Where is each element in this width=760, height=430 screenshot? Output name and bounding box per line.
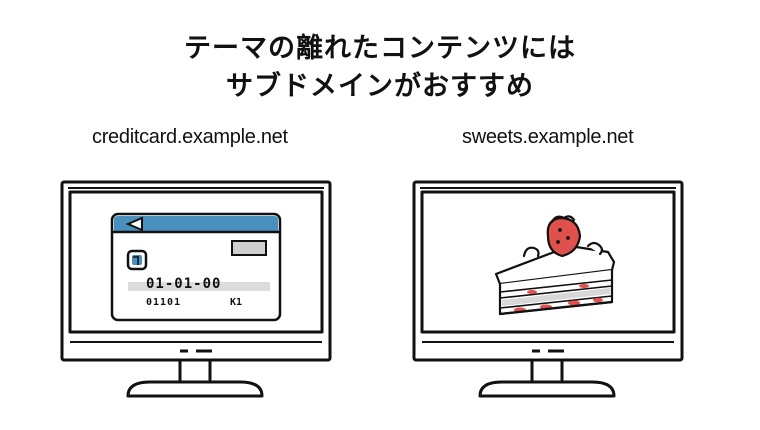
headline: テーマの離れたコンテンツには サブドメインがおすすめ xyxy=(0,30,760,106)
card-header-band xyxy=(114,216,278,231)
credit-card-illustration: 01-01-00 01101 K1 xyxy=(110,212,282,322)
headline-line-1: テーマの離れたコンテンツには xyxy=(184,33,576,64)
card-number: 01-01-00 xyxy=(146,276,221,292)
card-number-band xyxy=(128,282,270,291)
card-expiry: K1 xyxy=(230,297,242,308)
monitor-right-base xyxy=(478,380,616,398)
monitor-right-neck xyxy=(530,358,564,384)
domain-label-sweets: sweets.example.net xyxy=(462,126,634,148)
monitor-left-neck xyxy=(178,358,212,384)
monitor-left-base xyxy=(126,380,264,398)
card-name: 01101 xyxy=(146,297,181,308)
card-signature-panel xyxy=(231,240,267,256)
headline-line-2: サブドメインがおすすめ xyxy=(226,71,534,102)
shortcake-illustration xyxy=(494,215,616,316)
card-arrow-icon xyxy=(125,216,143,232)
domain-label-creditcard: creditcard.example.net xyxy=(92,126,288,148)
